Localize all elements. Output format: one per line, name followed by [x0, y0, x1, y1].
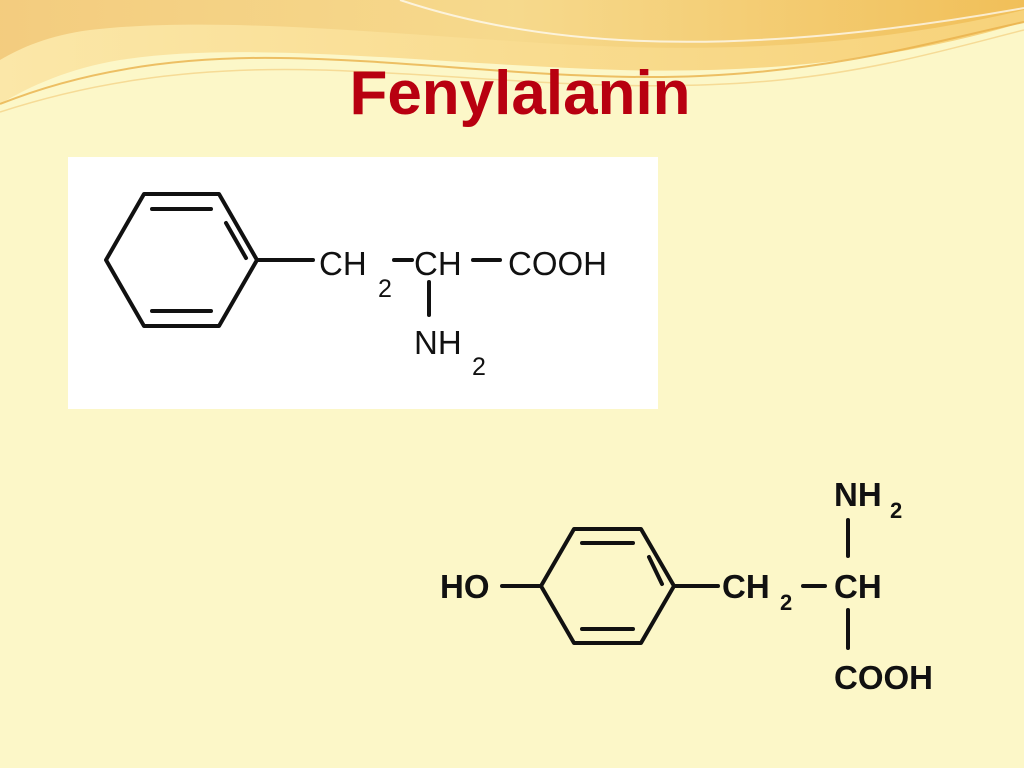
- nh2-label: NH: [414, 324, 462, 361]
- nh2-subscript: 2: [890, 498, 902, 523]
- ch2-subscript: 2: [378, 275, 392, 303]
- nh2-subscript: 2: [472, 353, 486, 381]
- phenylalanine-structure-panel: CH 2 CH COOH NH 2: [68, 157, 658, 409]
- ch2-label: CH: [319, 245, 367, 282]
- slide-title: Fenylalanin: [349, 59, 691, 128]
- cooh-label: COOH: [834, 659, 933, 696]
- ho-label: HO: [440, 568, 490, 605]
- cooh-label: COOH: [508, 245, 607, 282]
- ch2-label: CH: [722, 568, 770, 605]
- ring-inner-bond: [224, 221, 248, 260]
- ring-inner-bond: [647, 555, 664, 586]
- nh2-label: NH: [834, 476, 882, 513]
- ch-label: CH: [414, 245, 462, 282]
- ch2-subscript: 2: [780, 590, 792, 615]
- tyrosine-structure: HO CH 2 CH NH 2 COOH: [440, 476, 933, 696]
- header-swoosh: [0, 0, 1024, 113]
- phenylalanine-structure: CH 2 CH COOH NH 2: [104, 192, 607, 381]
- phenol-ring: [539, 527, 676, 645]
- benzene-ring: [104, 192, 259, 328]
- ch-label: CH: [834, 568, 882, 605]
